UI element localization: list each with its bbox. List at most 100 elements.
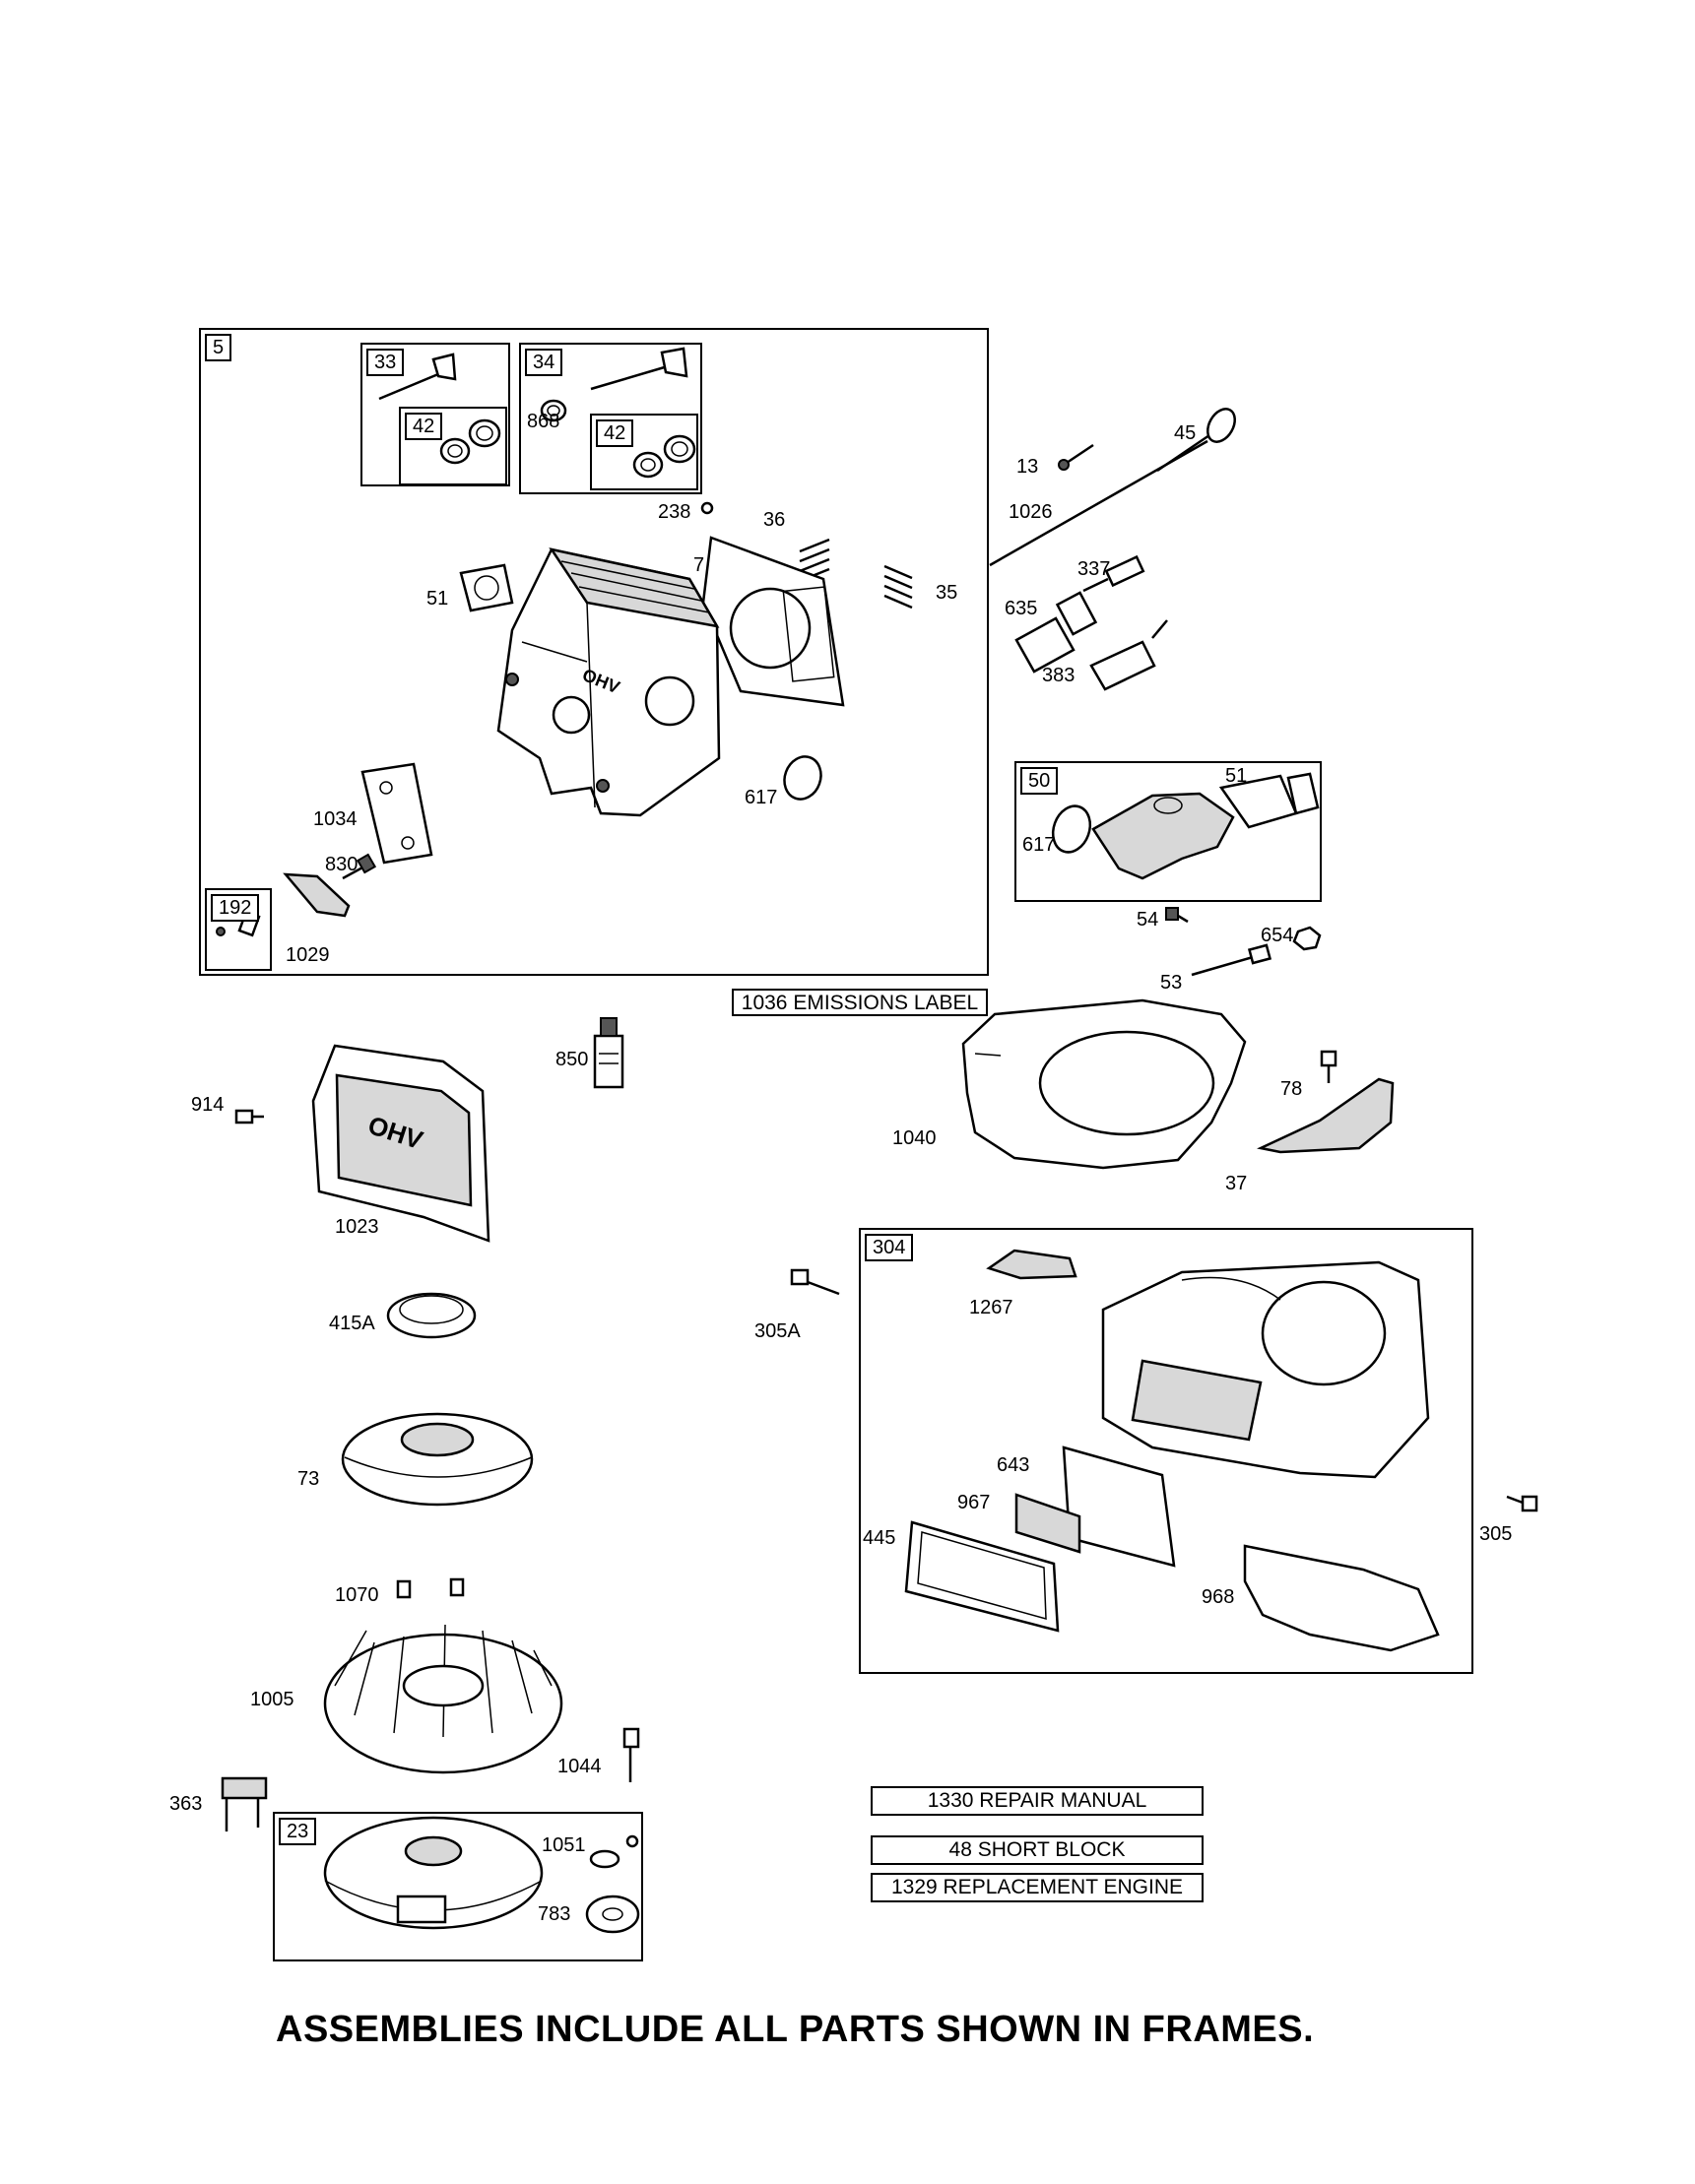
nut-part xyxy=(1292,926,1322,951)
part-label-53: 53 xyxy=(1160,972,1183,994)
air-guide-part xyxy=(961,998,1247,1170)
bolt-part-305 xyxy=(1506,1495,1538,1512)
valve-seal-part xyxy=(439,418,501,465)
part-label-78: 78 xyxy=(1280,1078,1303,1100)
frame-flywheel: 23 xyxy=(273,1812,643,1961)
frame-number: 5 xyxy=(205,334,232,361)
replacement-engine-box: 1329 REPLACEMENT ENGINE xyxy=(871,1873,1204,1902)
part-label-1029: 1029 xyxy=(286,944,330,966)
screw-part-1070 xyxy=(396,1577,465,1599)
part-label-37: 37 xyxy=(1225,1173,1248,1194)
label-part xyxy=(986,1249,1077,1280)
part-label-238: 238 xyxy=(658,501,691,523)
frame-intake-valve: 34 xyxy=(519,343,702,494)
short-block-box: 48 SHORT BLOCK xyxy=(871,1835,1204,1865)
part-label-967: 967 xyxy=(957,1492,991,1513)
part-label-617-manifold: 617 xyxy=(1022,834,1056,856)
air-filter-housing-part xyxy=(1062,1445,1176,1568)
part-label-383: 383 xyxy=(1042,665,1076,686)
part-label-363: 363 xyxy=(169,1793,203,1815)
valve-seat-part xyxy=(540,399,567,422)
intake-manifold-part xyxy=(1051,772,1320,880)
part-label-445: 445 xyxy=(863,1527,896,1549)
frame-exhaust-valve: 33 xyxy=(360,343,510,486)
frame-number: 23 xyxy=(279,1818,317,1845)
bolt-part xyxy=(1165,907,1189,924)
air-cleaner-cover-part xyxy=(1243,1544,1440,1652)
part-label-868: 868 xyxy=(527,411,560,432)
rotating-screen-part xyxy=(341,1412,534,1507)
part-label-1040: 1040 xyxy=(892,1127,937,1149)
frame-cylinder-head: 5 xyxy=(199,328,989,976)
part-label-968: 968 xyxy=(1202,1586,1235,1608)
part-label-850: 850 xyxy=(555,1049,589,1070)
screw-part xyxy=(342,853,377,880)
part-label-13: 13 xyxy=(1016,456,1039,478)
oil-seal-part xyxy=(386,1292,477,1339)
stud-part xyxy=(1058,443,1094,471)
filter-part xyxy=(1014,1493,1081,1554)
screw-part-914 xyxy=(234,1109,264,1124)
part-label-1034: 1034 xyxy=(313,808,358,830)
blower-housing-part xyxy=(1101,1260,1430,1479)
part-label-914: 914 xyxy=(191,1094,225,1116)
bracket-part xyxy=(283,872,351,918)
part-label-337: 337 xyxy=(1077,558,1111,580)
flywheel-part xyxy=(323,1816,544,1930)
part-label-36: 36 xyxy=(763,509,786,531)
frame-number: 42 xyxy=(596,419,634,447)
valve-part xyxy=(1156,408,1236,473)
frame-screw: 192 xyxy=(205,888,272,971)
frame-number: 34 xyxy=(525,349,563,376)
assemblies-note: ASSEMBLIES INCLUDE ALL PARTS SHOWN IN FR… xyxy=(276,2009,1315,2050)
valve-seal-part-2 xyxy=(632,434,696,479)
part-label-830: 830 xyxy=(325,854,359,875)
part-label-783: 783 xyxy=(538,1903,571,1925)
starter-gear-part xyxy=(585,1895,640,1934)
part-label-415a: 415A xyxy=(329,1313,375,1334)
rocker-cover-part: OHV xyxy=(311,1044,490,1243)
intake-valve-part xyxy=(590,347,688,391)
intake-gasket-part xyxy=(459,563,514,612)
frame-number: 304 xyxy=(865,1234,914,1261)
fan-part xyxy=(323,1624,563,1774)
frame-blower-housing: 304 xyxy=(859,1228,1473,1674)
filter-frame-part xyxy=(904,1520,1060,1633)
part-label-1051: 1051 xyxy=(542,1834,586,1856)
frame-seal-b: 42 xyxy=(590,414,698,490)
part-label-617: 617 xyxy=(745,787,778,808)
part-label-45: 45 xyxy=(1174,422,1197,444)
stud-part-53 xyxy=(1191,943,1272,977)
valve-keeper-part xyxy=(700,501,714,515)
part-label-73: 73 xyxy=(297,1468,320,1490)
part-label-35: 35 xyxy=(936,582,958,604)
ground-wire-part xyxy=(1089,619,1168,691)
bolt-part-305a xyxy=(790,1268,840,1296)
part-label-654: 654 xyxy=(1261,925,1294,946)
bolt-part-78 xyxy=(1320,1050,1337,1083)
valve-spring-part xyxy=(799,538,913,610)
frame-number: 42 xyxy=(405,413,443,440)
armature-part xyxy=(221,1776,268,1831)
part-label-54: 54 xyxy=(1137,909,1159,931)
part-label-643: 643 xyxy=(997,1454,1030,1476)
cylinder-head-gasket-part xyxy=(701,536,845,707)
part-label-305a: 305A xyxy=(754,1320,801,1342)
part-label-1023: 1023 xyxy=(335,1216,379,1238)
part-label-1026: 1026 xyxy=(1009,501,1053,523)
part-label-51-manifold: 51 xyxy=(1225,765,1248,787)
emissions-label-box: 1036 EMISSIONS LABEL xyxy=(732,989,988,1016)
bolt-part-1044 xyxy=(622,1727,640,1782)
frame-number: 192 xyxy=(211,894,260,922)
part-label-7: 7 xyxy=(693,554,705,576)
part-label-635: 635 xyxy=(1005,598,1038,619)
breather-gasket-part xyxy=(360,762,433,865)
part-label-1070: 1070 xyxy=(335,1584,379,1606)
repair-manual-box: 1330 REPAIR MANUAL xyxy=(871,1786,1204,1816)
part-label-1044: 1044 xyxy=(557,1756,602,1777)
part-label-1005: 1005 xyxy=(250,1689,294,1710)
part-label-51: 51 xyxy=(426,588,449,610)
part-label-1267: 1267 xyxy=(969,1297,1013,1318)
shield-part xyxy=(1257,1077,1395,1154)
